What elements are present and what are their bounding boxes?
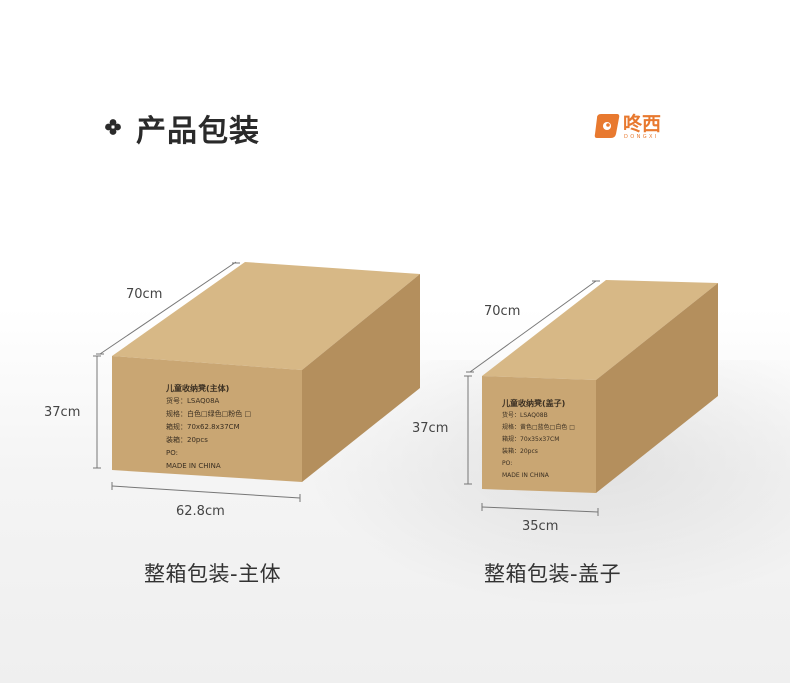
lid-box-print: 儿童收纳凳(盖子) 货号：LSAQ08B 规格：黄色□蓝色□白色 □ 箱规：70… <box>502 398 575 482</box>
main-box-print-qty: 装箱：20pcs <box>166 436 208 444</box>
lid-box <box>482 280 718 493</box>
brand-mark-icon <box>594 114 620 138</box>
lid-box-print-item-no: 货号：LSAQ08B <box>502 412 548 419</box>
main-box-width-label: 62.8cm <box>176 504 225 519</box>
lid-box-caption: 整箱包装-盖子 <box>484 562 622 586</box>
lid-box-print-po: PO: <box>502 460 513 467</box>
lid-box-height-label: 37cm <box>412 421 448 436</box>
main-box-print-name: 儿童收纳凳(主体) <box>166 384 230 393</box>
lid-box-print-qty: 装箱：20pcs <box>502 448 538 455</box>
lid-box-side <box>596 283 718 493</box>
main-box-dimension-lines <box>93 261 301 502</box>
brand-logo: 咚西 DONGXI <box>593 108 673 142</box>
main-box-print-item-no: 货号：LSAQ08A <box>166 397 220 405</box>
lid-box-print-size: 箱规：70x35x37CM <box>502 436 560 443</box>
lid-box-width-label: 35cm <box>522 519 558 534</box>
main-box-print-size: 箱规：70x62.8x37CM <box>166 423 240 431</box>
main-box-print-origin: MADE IN CHINA <box>166 462 221 470</box>
lid-box-dimension-lines <box>464 280 600 516</box>
main-box-top <box>112 262 420 370</box>
lid-box-print-spec: 规格：黄色□蓝色□白色 □ <box>502 424 575 431</box>
clover-icon <box>105 119 121 135</box>
lid-box-print-name: 儿童收纳凳(盖子) <box>502 399 566 408</box>
lid-box-front <box>482 376 596 493</box>
main-box-length-label: 70cm <box>126 287 162 302</box>
main-box-height-label: 37cm <box>44 405 80 420</box>
brand-subtitle: DONGXI <box>624 134 659 140</box>
main-box-print-spec: 规格：白色□绿色□粉色 □ <box>166 410 252 418</box>
main-box <box>112 262 420 482</box>
lid-box-top <box>482 280 718 380</box>
main-box-front <box>112 356 302 482</box>
brand-name: 咚西 <box>623 113 662 135</box>
main-box-caption: 整箱包装-主体 <box>144 562 282 586</box>
main-box-side <box>302 274 420 482</box>
main-box-print-po: PO: <box>166 449 178 457</box>
main-box-print: 儿童收纳凳(主体) 货号：LSAQ08A 规格：白色□绿色□粉色 □ 箱规：70… <box>166 382 251 473</box>
section-title: 产品包装 <box>136 114 260 149</box>
lid-box-print-origin: MADE IN CHINA <box>502 472 549 479</box>
lid-box-length-label: 70cm <box>484 304 520 319</box>
